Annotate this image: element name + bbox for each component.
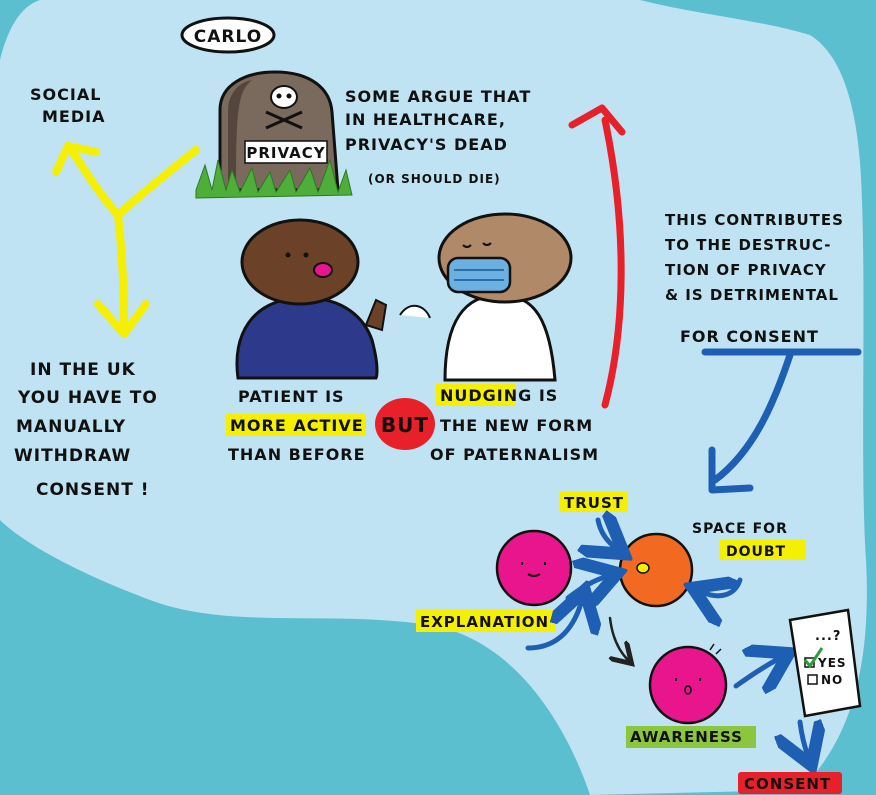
trust-label: TRUST xyxy=(564,494,624,512)
patient-note-line-2: MORE ACTIVE xyxy=(230,416,364,435)
consent-label: CONSENT xyxy=(744,775,831,793)
explanation-ball xyxy=(495,529,573,607)
nudging-note-line-1: NUDGING IS xyxy=(440,386,558,405)
but-label: BUT xyxy=(381,413,429,437)
patient-note-line-3: THAN BEFORE xyxy=(228,445,366,464)
trust-highlight xyxy=(560,492,628,512)
awareness-label: AWARENESS xyxy=(630,728,743,746)
uk-note-line-3: MANUALLY xyxy=(16,417,126,437)
patient-figure xyxy=(235,218,388,380)
healthcare-note-line-4: (OR SHOULD DIE) xyxy=(368,172,501,186)
form-no: NO xyxy=(821,673,843,687)
but-badge xyxy=(375,398,435,450)
uk-note-line-2: YOU HAVE TO xyxy=(17,388,158,408)
doubt-arrow xyxy=(702,580,743,596)
speaker-name: CARLO xyxy=(194,27,262,47)
contributes-line-3: TION OF PRIVACY xyxy=(665,261,827,279)
form-question: ...? xyxy=(815,629,841,644)
explanation-doubt-arrow xyxy=(565,576,608,598)
nudging-note-line-2: THE NEW FORM xyxy=(440,416,593,435)
contributes-line-5: FOR CONSENT xyxy=(680,327,819,346)
form-consent-arrow xyxy=(800,722,808,756)
healthcare-note-line-3: PRIVACY'S DEAD xyxy=(345,135,508,154)
consent-form xyxy=(788,608,862,718)
social-media-line-1: SOCIAL xyxy=(30,85,101,104)
healthcare-note-line-1: SOME ARGUE THAT xyxy=(345,87,531,106)
doubt-ball xyxy=(618,532,694,608)
more-active-highlight xyxy=(226,414,366,436)
doubt-label-line-1: SPACE FOR xyxy=(692,521,788,537)
nudging-note-line-3: OF PATERNALISM xyxy=(430,445,599,464)
social-media-line-2: MEDIA xyxy=(42,107,105,126)
awareness-form-arrow xyxy=(733,658,780,686)
check-mark-icon xyxy=(803,647,824,669)
healthcare-note-line-2: IN HEALTHCARE, xyxy=(345,110,506,129)
consent-highlight xyxy=(738,772,842,794)
contributes-line-1: THIS CONTRIBUTES xyxy=(665,211,844,229)
yellow-fork-arrows xyxy=(52,142,200,338)
skull-icon xyxy=(265,85,303,130)
blue-down-arrow xyxy=(708,351,794,494)
doctor-figure xyxy=(399,212,573,382)
patient-note-line-1: PATIENT IS xyxy=(238,387,345,406)
doubt-highlight xyxy=(720,540,806,560)
uk-note-line-4: WITHDRAW xyxy=(14,446,131,466)
contributes-line-2: TO THE DESTRUC- xyxy=(665,236,832,254)
explanation-label: EXPLANATION xyxy=(420,613,549,631)
no-checkbox xyxy=(807,674,818,685)
speaker-bubble xyxy=(180,16,276,54)
uk-note-line-5: CONSENT ! xyxy=(36,480,150,500)
doubt-label-line-2: DOUBT xyxy=(726,544,786,560)
tombstone-label: PRIVACY xyxy=(246,144,325,162)
background-cloud xyxy=(0,0,876,48)
trust-arrow xyxy=(598,520,616,548)
nudging-highlight xyxy=(436,384,516,406)
uk-note-line-1: IN THE UK xyxy=(30,360,136,380)
awareness-ball xyxy=(648,643,728,725)
explanation-highlight xyxy=(416,610,556,632)
tombstone-illustration xyxy=(195,70,353,199)
contributes-line-4: & IS DETRIMENTAL xyxy=(665,286,839,304)
to-awareness-arrow xyxy=(610,616,628,660)
form-yes: YES xyxy=(817,656,847,670)
awareness-highlight xyxy=(626,726,756,748)
red-curved-arrow xyxy=(568,104,626,409)
